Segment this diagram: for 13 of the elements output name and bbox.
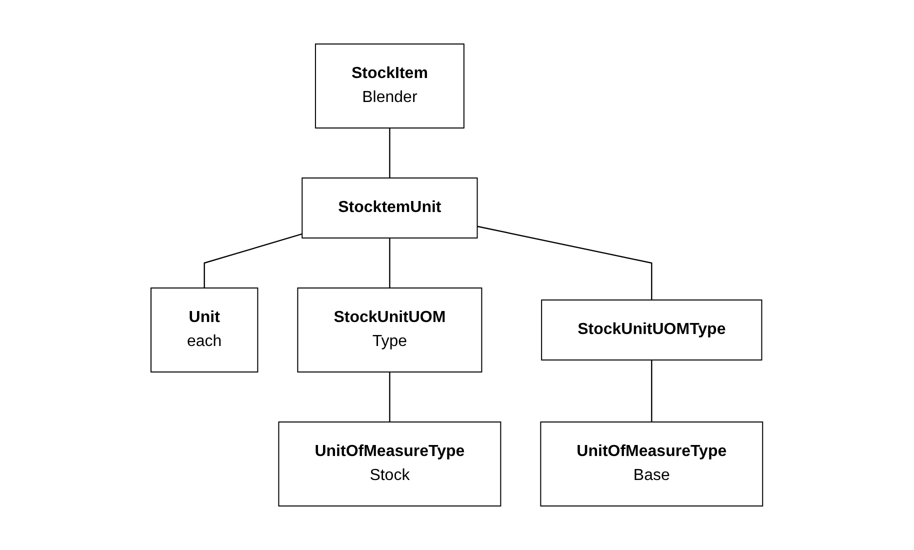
connector (204, 233, 302, 288)
node-box: StocktemUnit (302, 178, 478, 238)
connector (389, 128, 390, 178)
node-box: UnitOfMeasureType Stock (278, 421, 502, 506)
connector (389, 372, 390, 422)
node-box: StockUnitUOMType (541, 300, 762, 360)
node-box: UnitOfMeasureType Base (540, 421, 764, 506)
node-box: Unit each (150, 288, 258, 372)
connector (389, 238, 390, 288)
connector (651, 360, 652, 422)
node-box: StockItem Blender (315, 44, 465, 128)
connector (477, 226, 652, 300)
node-box: StockUnitUOM Type (297, 288, 482, 372)
